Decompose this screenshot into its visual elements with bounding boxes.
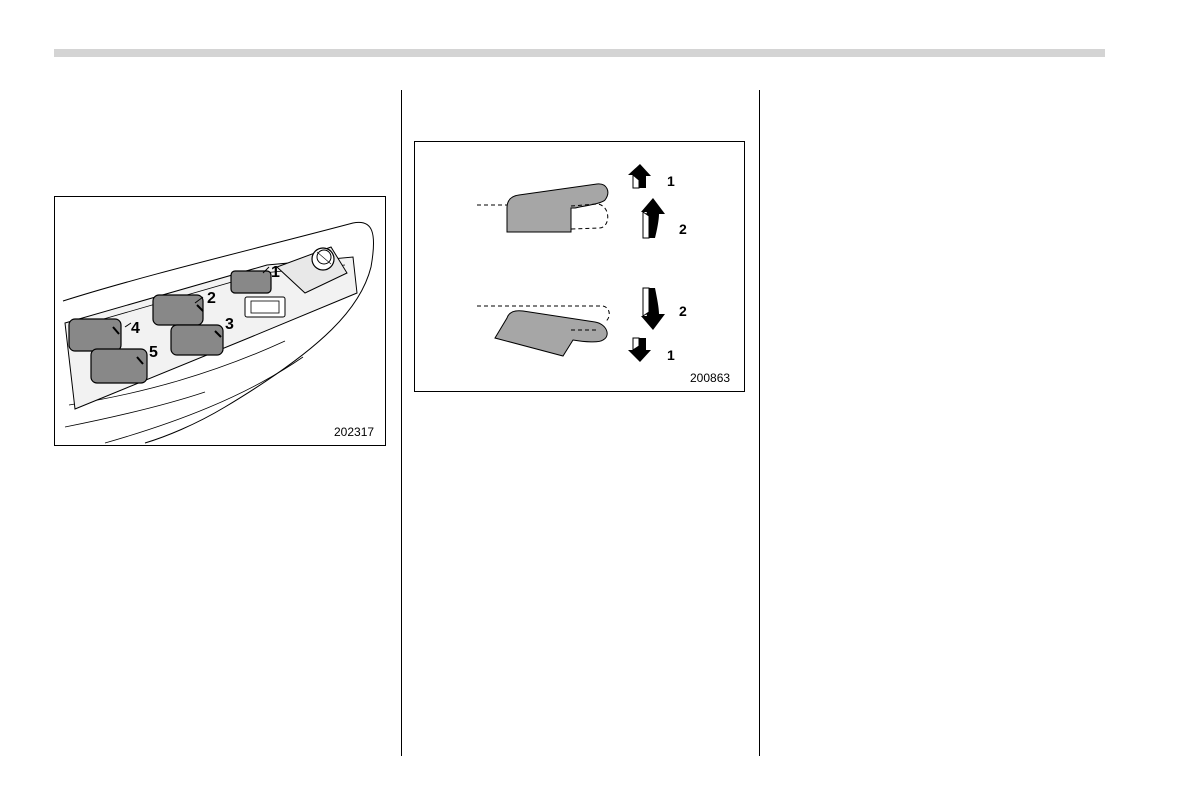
callout-2: 2 bbox=[207, 290, 216, 307]
callout-4: 4 bbox=[131, 320, 140, 337]
switch-operation-figure: 1 2 2 1 200863 bbox=[414, 141, 745, 392]
arrow-down-1 bbox=[628, 338, 651, 362]
switch-panel-illustration: 1 2 3 4 5 bbox=[55, 197, 385, 445]
callout-down-2: 2 bbox=[679, 303, 687, 319]
column-divider-right bbox=[759, 90, 760, 756]
figure-id: 202317 bbox=[334, 426, 374, 438]
switch-operation-illustration: 1 2 2 1 bbox=[415, 142, 744, 391]
callout-1: 1 bbox=[271, 264, 280, 281]
figure-id: 200863 bbox=[690, 372, 730, 384]
arrow-up-1 bbox=[628, 164, 651, 188]
callout-down-1: 1 bbox=[667, 347, 675, 363]
arrow-up-2 bbox=[641, 198, 665, 238]
header-rule bbox=[54, 49, 1105, 57]
arrow-down-2 bbox=[641, 288, 665, 330]
column-divider-left bbox=[401, 90, 402, 756]
callout-up-2: 2 bbox=[679, 221, 687, 237]
callout-3: 3 bbox=[225, 316, 234, 333]
window-switch-panel-figure: 1 2 3 4 5 202317 bbox=[54, 196, 386, 446]
callout-5: 5 bbox=[149, 344, 158, 361]
callout-up-1: 1 bbox=[667, 173, 675, 189]
